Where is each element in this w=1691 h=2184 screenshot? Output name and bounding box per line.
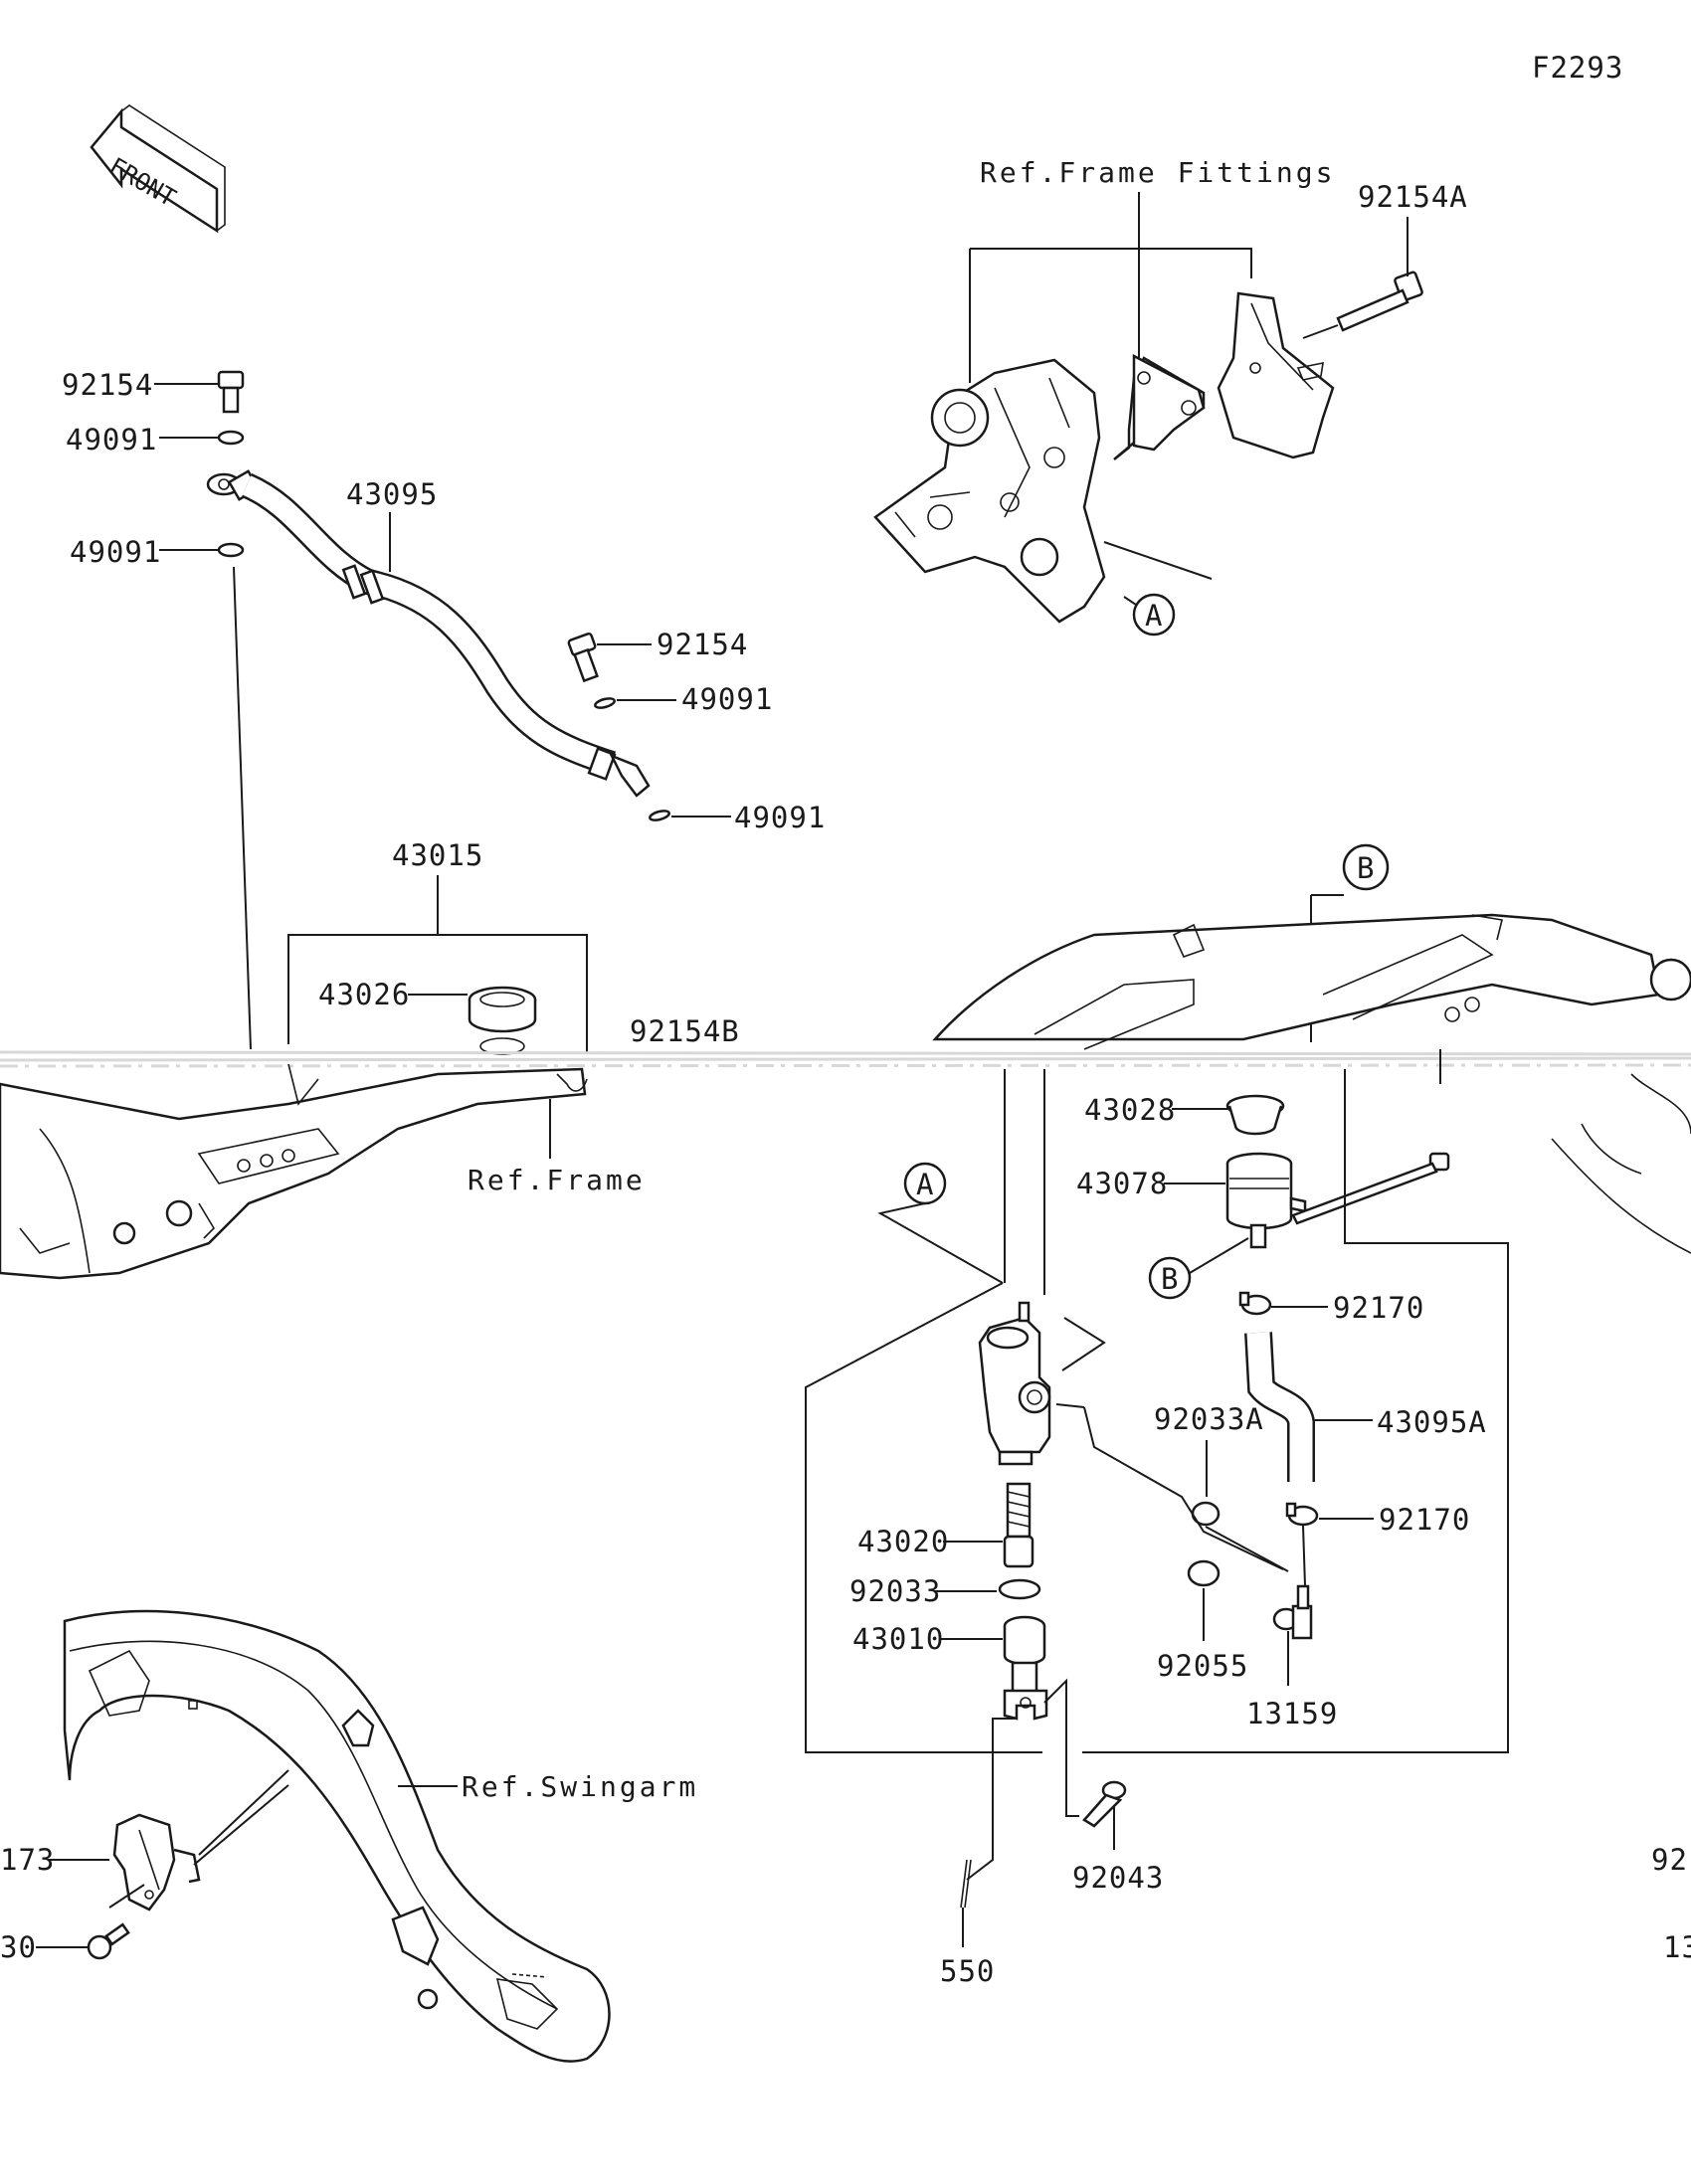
circlip-92033 xyxy=(998,1578,1041,1600)
washer-top xyxy=(217,430,245,446)
heel-guard xyxy=(1217,291,1335,459)
marker-b-top-label: B xyxy=(1357,851,1375,885)
label-43095A: 43095A xyxy=(1377,1405,1487,1439)
label-92055: 92055 xyxy=(1157,1649,1248,1683)
label-13159: 13159 xyxy=(1246,1697,1338,1730)
label-49091-mid2: 49091 xyxy=(734,801,826,834)
reservoir-diaphragm xyxy=(1225,1094,1285,1136)
label-92170-bot: 92170 xyxy=(1379,1503,1470,1537)
label-92043: 92043 xyxy=(1072,1861,1164,1895)
marker-a-lower-label: A xyxy=(916,1168,934,1201)
figure-code: F2293 xyxy=(1532,51,1623,85)
master-cylinder-body xyxy=(978,1301,1051,1466)
label-43020: 43020 xyxy=(857,1525,949,1558)
label-43026: 43026 xyxy=(318,978,410,1011)
mount-plate xyxy=(1113,353,1206,460)
label-92033: 92033 xyxy=(849,1574,941,1608)
hose-clamp-bottom xyxy=(1285,1502,1319,1527)
cotter-pin-550 xyxy=(960,1859,972,1909)
label-49091-mid1: 49091 xyxy=(681,682,773,716)
reservoir-cap xyxy=(468,986,537,1033)
label-43028: 43028 xyxy=(1084,1093,1176,1127)
washer-lower xyxy=(217,542,245,558)
label-92154-top: 92154 xyxy=(62,368,153,402)
banjo-bolt-top xyxy=(217,370,245,414)
oring-92055 xyxy=(1187,1559,1221,1587)
banjo-bolt-mid xyxy=(567,632,599,683)
label-92154B: 92154B xyxy=(630,1014,740,1048)
label-30-cut: 30 xyxy=(0,1930,37,1964)
ref-frame-label: Ref.Frame xyxy=(468,1164,646,1196)
frame-fittings-group: Ref.Frame Fittings xyxy=(873,156,1468,637)
marker-b-top xyxy=(1342,843,1390,891)
label-43078: 43078 xyxy=(1076,1167,1168,1200)
label-43010: 43010 xyxy=(852,1622,944,1656)
label-92170-top: 92170 xyxy=(1333,1291,1424,1325)
brake-hose-group: 92154 49091 49091 43095 92154 xyxy=(62,368,826,1050)
reservoir-body xyxy=(1225,1152,1307,1249)
washer-mid1 xyxy=(594,697,616,709)
chain-guide-bracket xyxy=(112,1813,201,1911)
ref-frame-fittings-label: Ref.Frame Fittings xyxy=(980,156,1335,189)
master-cylinder-group: 43028 43078 B A xyxy=(805,1069,1509,1988)
label-173-cut: 173 xyxy=(0,1843,55,1877)
hose-clamp-top xyxy=(1238,1291,1272,1316)
bolt-bottom-left xyxy=(87,1922,130,1960)
label-550: 550 xyxy=(940,1954,995,1988)
frame-left: Ref.Frame xyxy=(0,1063,646,1280)
marker-a-top xyxy=(1132,593,1176,637)
label-49091-top: 49091 xyxy=(66,423,157,456)
reservoir-kit-upper: 43015 43026 92154B xyxy=(287,838,740,1055)
label-43015: 43015 xyxy=(392,838,483,872)
clevis-pin-92043 xyxy=(1082,1780,1127,1828)
swingarm-group: Ref.Swingarm 173 30 xyxy=(0,1609,698,2063)
label-92154A: 92154A xyxy=(1358,180,1468,214)
marker-b-lower-label: B xyxy=(1161,1262,1179,1296)
front-arrow-icon: FRONT xyxy=(90,104,226,234)
footrest-bracket xyxy=(873,358,1106,624)
label-92-cut: 92 xyxy=(1651,1843,1688,1877)
washer-mid2 xyxy=(649,810,670,821)
piston-43020 xyxy=(1003,1482,1034,1568)
ref-swingarm-label: Ref.Swingarm xyxy=(462,1770,698,1803)
marker-b-lower xyxy=(1148,1256,1192,1300)
fitting-13159 xyxy=(1272,1584,1313,1640)
label-13-cut: 13 xyxy=(1663,1930,1691,1964)
frame-right: B xyxy=(932,843,1691,1254)
label-43095: 43095 xyxy=(346,477,438,511)
marker-a-top-label: A xyxy=(1145,599,1163,633)
label-92033A: 92033A xyxy=(1154,1402,1264,1436)
bolt-92154A xyxy=(1336,271,1423,332)
label-49091-lower: 49091 xyxy=(70,535,161,569)
label-92154-mid: 92154 xyxy=(657,628,748,661)
scan-artifact-band xyxy=(0,1050,1691,1068)
pushrod-43010 xyxy=(1003,1615,1048,1721)
bolt-92154B xyxy=(1291,1152,1450,1225)
